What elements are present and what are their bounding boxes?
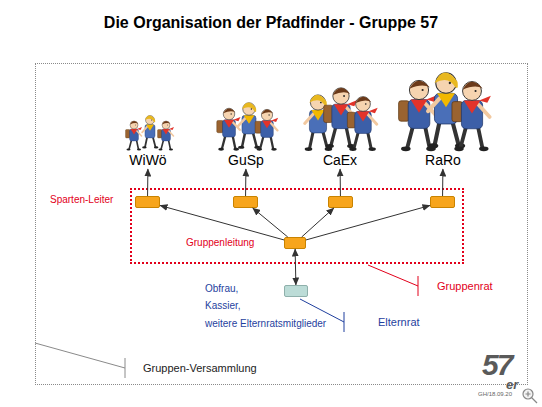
node-text: CaEx (310, 152, 370, 169)
logo-suffix: er (506, 378, 518, 391)
node-text: Gruppen-Versammlung (143, 362, 257, 375)
scout-illustration (399, 72, 491, 151)
leader-line (368, 265, 418, 296)
node-text: Gruppenleitung (186, 237, 254, 249)
connector-arrow (306, 205, 430, 239)
connector-arrow (253, 208, 288, 237)
group-council-frame: GruppenratSparten-LeiterGruppenleitung (130, 188, 464, 264)
node-text: Kassier, (205, 300, 241, 312)
group-assembly-frame: Gruppen-Versammlung WiWö GuSp CaEx RaRoGrupp… (35, 63, 528, 385)
node-text: WiWö (118, 152, 178, 169)
section-label: GuSp (216, 152, 276, 169)
section-label: RaRo (413, 152, 473, 169)
scout-illustration (217, 103, 278, 151)
node-text: GuSp (216, 152, 276, 169)
connector-arrow (160, 205, 284, 239)
group-leader-box: Gruppenleitung (284, 237, 306, 249)
section-label: WiWö (118, 152, 178, 169)
magnifier-icon (523, 389, 537, 403)
leader-line (35, 343, 125, 378)
connector-arrow (245, 169, 246, 196)
section-label: CaEx (310, 152, 370, 169)
node-text: Sparten-Leiter (50, 194, 113, 206)
node-text: weitere Elternratsmitglieder (205, 318, 326, 330)
scout-illustration (305, 88, 378, 151)
connector-arrow (302, 208, 334, 237)
author-date-note: GH/18.09.20 (478, 391, 512, 397)
diagram-title: Die Organisation der Pfadfinder - Gruppe… (0, 14, 542, 32)
node-text: RaRo (413, 152, 473, 169)
connector-arrow (442, 169, 443, 196)
section-leader-box: Sparten-Leiter (135, 196, 160, 208)
section-leader-box (328, 196, 353, 208)
logo-number: 57 (482, 350, 511, 380)
node-text: Gruppenrat (437, 280, 493, 293)
connector-arrow (295, 249, 297, 285)
scout-illustration (126, 115, 175, 150)
node-text: Elternrat (378, 316, 420, 329)
connector-arrow (340, 169, 341, 196)
section-leader-box (233, 196, 258, 208)
connector-arrow (147, 169, 148, 196)
node-text: Obfrau, (205, 283, 238, 295)
section-leader-box (430, 196, 455, 208)
parents-council-box: Obfrau,Kassier,weitere Elternratsmitglie… (284, 285, 308, 297)
